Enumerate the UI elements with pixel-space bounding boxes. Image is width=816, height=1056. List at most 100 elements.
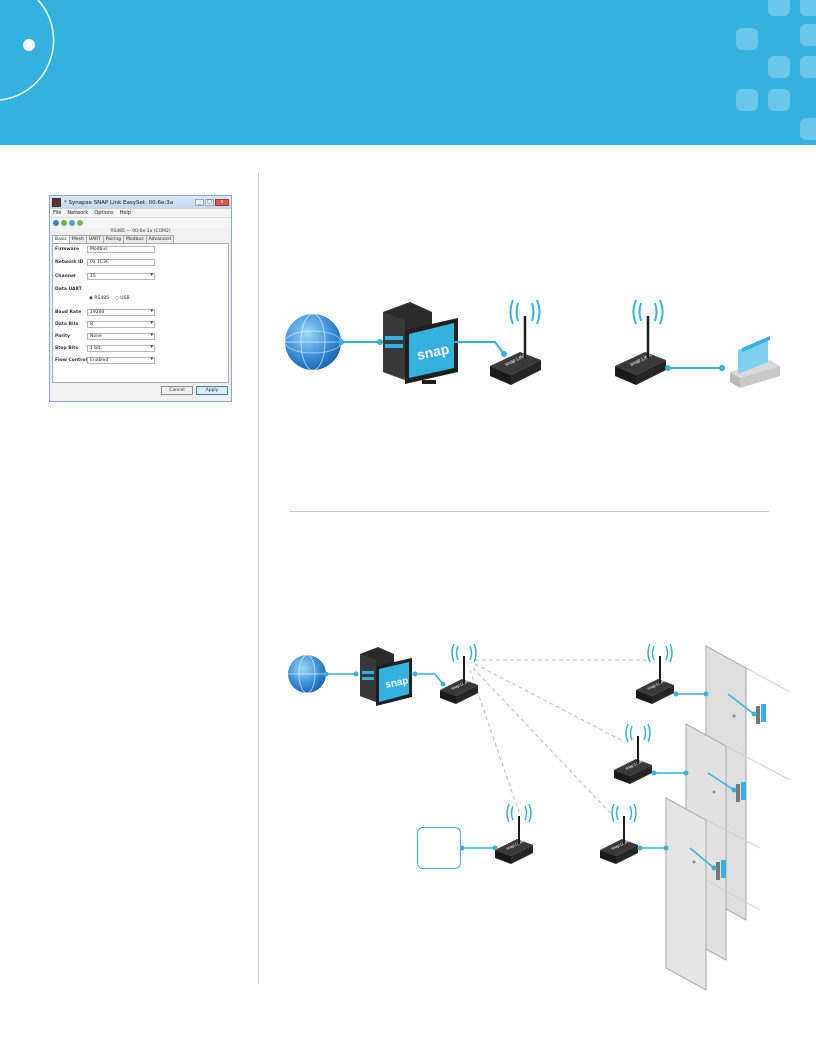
link-dot — [492, 845, 498, 851]
link-line — [707, 772, 735, 791]
link-dot — [637, 845, 643, 851]
parity-select[interactable]: None — [87, 333, 155, 340]
link-dot — [751, 711, 757, 717]
endpoint-box — [417, 827, 461, 869]
snap-link-device-icon: snap LINK — [636, 643, 674, 704]
baud-rate-select[interactable]: 19200 — [87, 309, 155, 316]
flow-control-select[interactable]: Enabled — [87, 357, 155, 364]
link-dot — [412, 671, 418, 677]
header-square — [736, 89, 758, 111]
wireless-link — [469, 669, 521, 816]
header-decoration — [0, 0, 816, 140]
cancel-button[interactable]: Cancel — [161, 385, 193, 395]
data-bits-select[interactable]: 8 — [87, 321, 155, 328]
minimize-button[interactable]: _ — [195, 199, 204, 206]
radio-rs485[interactable]: ◉ RS485 — [89, 296, 109, 301]
link-line — [689, 847, 715, 869]
menu-network[interactable]: Network — [67, 210, 89, 216]
header-square — [768, 89, 790, 111]
header-band — [0, 0, 816, 145]
header-squares — [736, 0, 816, 140]
header-square — [800, 0, 816, 16]
connect-icon[interactable] — [53, 220, 59, 226]
snap-link-device-icon: snap LINK — [600, 803, 638, 864]
snap-link-device-icon: snap LINK — [440, 643, 478, 704]
radio-rs485-label: RS485 — [94, 296, 109, 301]
stop-bits-select[interactable]: 1 bit — [87, 345, 155, 352]
window-footer: Cancel Apply — [50, 383, 231, 397]
menu-file[interactable]: File — [53, 210, 62, 216]
sync-icon[interactable] — [69, 220, 75, 226]
upload-icon[interactable] — [77, 220, 83, 226]
monitor-logo: snap — [384, 675, 409, 691]
snap-link-device-icon: snap LINK — [614, 723, 652, 784]
radio-usb[interactable]: ○ USB — [114, 296, 130, 301]
header-square — [800, 118, 816, 140]
computer-icon: snap — [383, 302, 458, 384]
header-square — [800, 24, 816, 46]
field-label: Flow Control — [55, 358, 88, 363]
link-dot — [683, 770, 689, 776]
link-dot — [703, 691, 709, 697]
door-icon — [665, 797, 761, 991]
field-label: Baud Rate — [55, 310, 82, 315]
field-label: Stop Bits — [55, 346, 79, 351]
card-reader-icon — [730, 336, 780, 388]
link-dot — [665, 365, 671, 371]
basic-panel: Firmware Modbus Network ID 0x 1C3C Chann… — [52, 243, 229, 383]
tab-advanced[interactable]: Advanced — [145, 235, 174, 243]
menu-help[interactable]: Help — [119, 210, 131, 216]
window-titlebar: * Synapse SNAP Link EasySet: 00:6e:3a _ … — [50, 196, 231, 209]
radio-usb-label: USB — [120, 296, 130, 301]
easyset-window: * Synapse SNAP Link EasySet: 00:6e:3a _ … — [49, 195, 232, 402]
section-divider — [289, 511, 769, 512]
monitor-logo: snap — [415, 340, 450, 362]
menu-bar: File Network Options Help — [50, 209, 231, 218]
field-label: Firmware — [55, 247, 79, 252]
link-dot — [719, 365, 725, 371]
link-dot — [377, 339, 383, 345]
snap-link-device-icon: snap LINK — [495, 803, 533, 864]
diagram-point-to-point: snap snap LINK snap LINK — [284, 299, 780, 388]
link-dot — [323, 671, 329, 677]
snap-link-device-icon: snap LINK — [615, 299, 666, 385]
link-dot — [440, 681, 446, 687]
window-title: * Synapse SNAP Link EasySet: 00:6e:3a — [64, 199, 174, 206]
header-square — [768, 0, 790, 16]
menu-options[interactable]: Options — [94, 210, 114, 216]
link-dot — [651, 770, 657, 776]
field-label: Data Bits — [55, 322, 79, 327]
link-dot — [338, 339, 344, 345]
firmware-field[interactable]: Modbus — [87, 246, 155, 253]
apply-button[interactable]: Apply — [196, 385, 228, 395]
link-dot — [501, 351, 507, 357]
header-square — [800, 56, 816, 78]
globe-icon — [284, 313, 342, 371]
header-square — [736, 28, 758, 50]
tab-strip: Basic Mesh UART Pairing Modbus Advanced — [50, 235, 231, 243]
link-line — [446, 341, 505, 355]
toolbar — [50, 218, 231, 228]
column-divider — [258, 172, 259, 984]
globe-icon — [288, 654, 326, 694]
window-controls: _ □ x — [195, 199, 231, 206]
link-dot — [663, 845, 669, 851]
link-dot — [443, 339, 449, 345]
app-icon — [52, 198, 61, 207]
header-square — [768, 56, 790, 78]
maximize-button[interactable]: □ — [205, 199, 214, 206]
network-id-field[interactable]: 0x 1C3C — [87, 259, 155, 266]
refresh-icon[interactable] — [61, 220, 67, 226]
link-dot — [731, 787, 737, 793]
uart-radio-group: ◉ RS485 ○ USB — [89, 296, 130, 301]
link-dot — [711, 865, 717, 871]
device-line: RS485 — 00:6e:3a (COM2) — [110, 229, 171, 234]
channel-select[interactable]: 15 — [87, 273, 155, 280]
link-line — [727, 693, 755, 715]
header-arc — [0, 0, 55, 101]
diagram-mesh-network: snap snap LINK snap LINK — [288, 643, 791, 991]
snap-link-device-icon: snap LINK — [490, 299, 541, 385]
wireless-link — [474, 663, 624, 742]
close-button[interactable]: x — [215, 199, 229, 206]
